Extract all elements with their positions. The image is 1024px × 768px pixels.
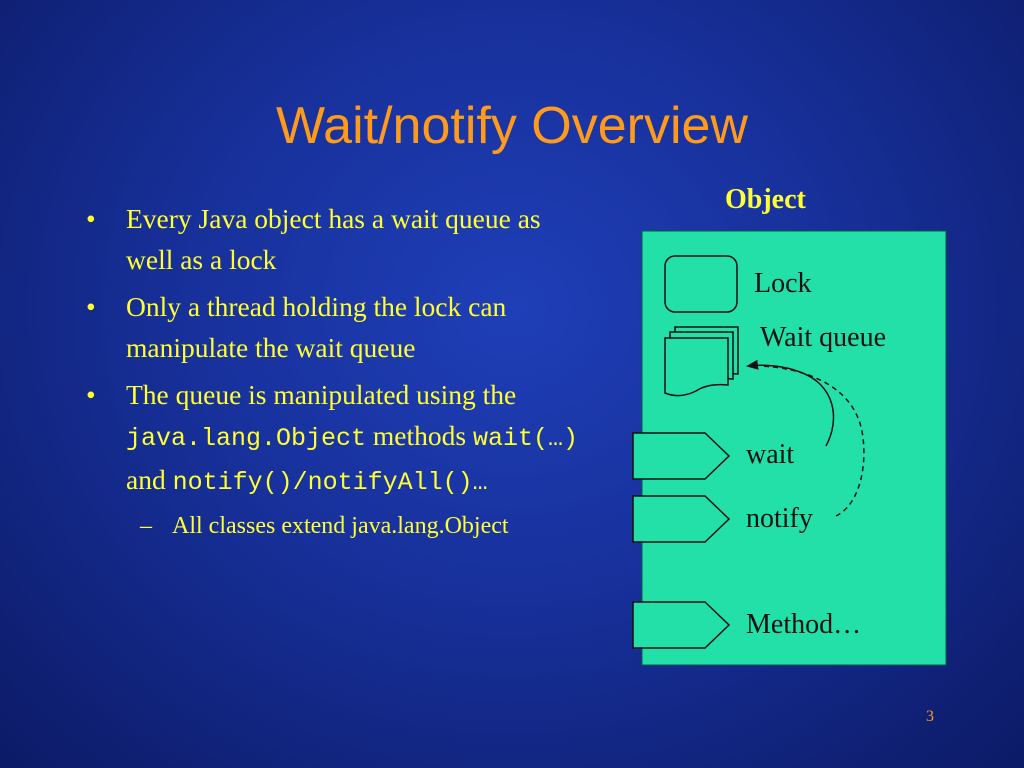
sub-bullet-text: All classes extend java.lang.Object — [172, 513, 509, 539]
bullet-marker: • — [86, 379, 96, 410]
bullet-text: and — [126, 464, 173, 495]
bullet-item: • Only a thread holding the lock can man… — [86, 286, 586, 368]
sub-bullet-marker: – — [140, 513, 152, 539]
bullet-text: The queue is manipulated using the — [126, 379, 517, 410]
bullet-item: • The queue is manipulated using the jav… — [86, 374, 586, 503]
bullet-text: Every Java object has a wait queue as we… — [126, 203, 541, 275]
notify-label: notify — [746, 503, 813, 534]
bullet-text: methods — [366, 420, 473, 451]
bullet-marker: • — [86, 203, 96, 234]
code-wait: wait(…) — [473, 424, 579, 453]
wait-label: wait — [746, 439, 795, 470]
bullet-item: • Every Java object has a wait queue as … — [86, 198, 586, 280]
bullet-text: Only a thread holding the lock can manip… — [126, 291, 507, 363]
method-label: Method… — [746, 609, 862, 640]
object-label: Object — [725, 184, 806, 215]
wait-arrow — [746, 359, 835, 447]
code-java-lang-object: java.lang.Object — [126, 424, 367, 453]
lock-box — [664, 255, 738, 313]
wait-queue-icon — [664, 326, 739, 397]
wait-method-shape — [632, 432, 731, 480]
notify-method-shape — [632, 495, 731, 543]
slide-title: Wait/notify Overview — [276, 97, 748, 155]
sub-bullet-item: – All classes extend java.lang.Object — [86, 509, 586, 543]
lock-label: Lock — [754, 268, 812, 299]
code-notify: notify()/notifyAll()… — [172, 468, 488, 497]
wait-queue-label: Wait queue — [760, 322, 887, 353]
method-shape — [632, 601, 731, 649]
bullet-list: • Every Java object has a wait queue as … — [86, 198, 586, 543]
bullet-marker: • — [86, 291, 96, 322]
page-number: 3 — [926, 708, 934, 725]
